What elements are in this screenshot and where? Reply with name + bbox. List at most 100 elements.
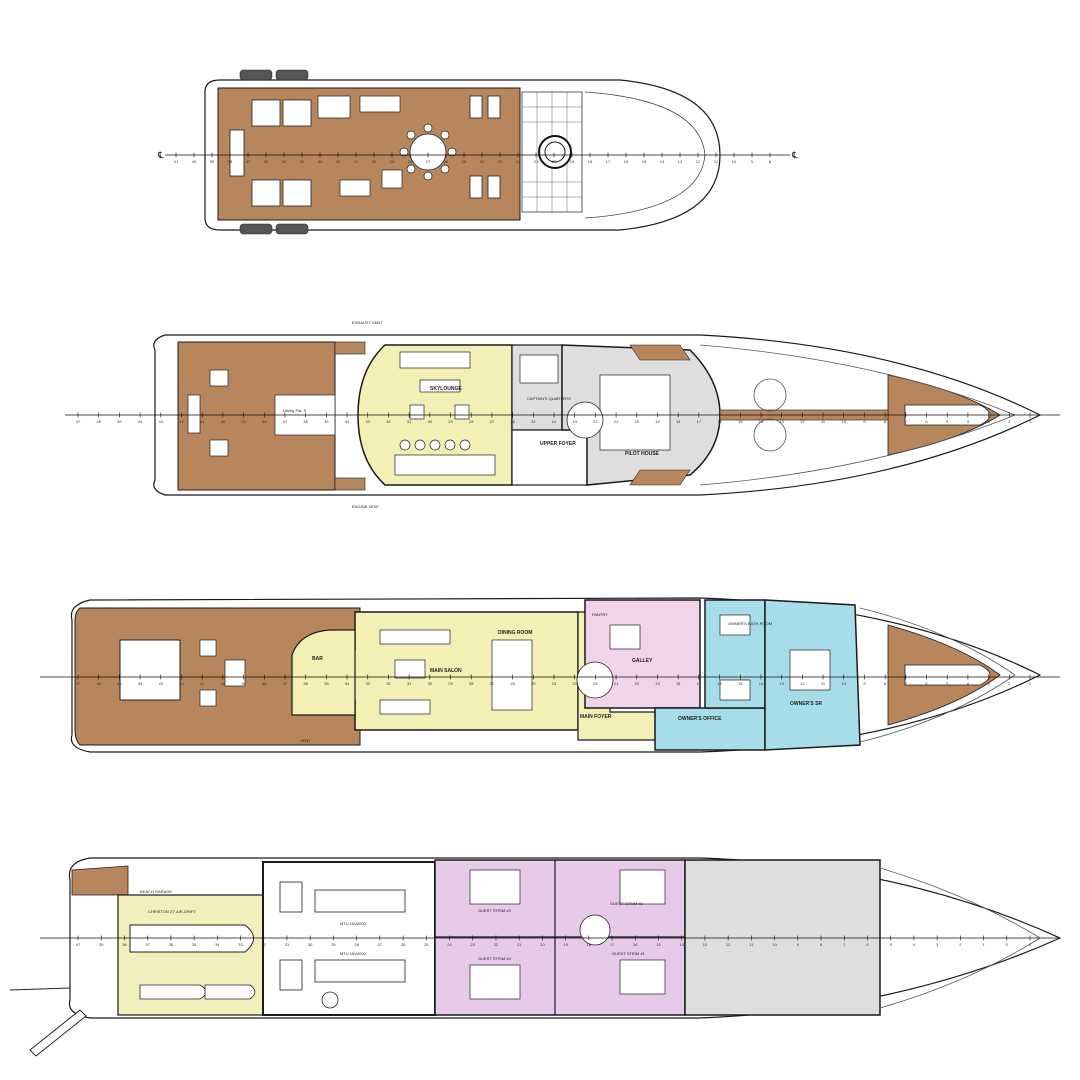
lower-label-guest-4: GUEST STR/M #4	[478, 956, 512, 961]
upper-foyer-area	[511, 429, 588, 486]
frame-tick-label: 16	[717, 681, 722, 686]
lower-crane	[9, 987, 87, 1057]
frame-tick-label: 43	[159, 681, 164, 686]
frame-tick-label: 30	[308, 942, 313, 947]
frame-tick-label: 18	[676, 681, 681, 686]
frame-tick-label: 47	[76, 681, 81, 686]
frame-tick-label: 35	[324, 681, 329, 686]
frame-tick-label: 35	[324, 419, 329, 424]
frame-tick-label: 7	[843, 942, 846, 947]
lower-label-guest-3: GUEST STR/M #3	[478, 908, 512, 913]
frame-tick-label: 6	[866, 942, 869, 947]
lower-jetski	[139, 984, 207, 1000]
frame-tick-label: 36	[264, 159, 269, 164]
frame-tick-label: 23	[498, 159, 503, 164]
frame-tick-label: 25	[531, 419, 536, 424]
frame-tick-label: 21	[517, 942, 522, 947]
frame-tick-label: 25	[462, 159, 467, 164]
frame-tick-label: 24	[447, 942, 452, 947]
frame-tick-label: 20	[540, 942, 545, 947]
frame-tick-label: 14	[679, 942, 684, 947]
frame-tick-label: 27	[378, 942, 383, 947]
frame-tick-label: 2	[1008, 681, 1011, 686]
bridge-teak-walk-top	[334, 341, 366, 355]
lower-label-engine-1: MTU 16V4000	[340, 921, 367, 926]
frame-tick-label: 42	[179, 681, 184, 686]
frame-tick-label: 31	[407, 681, 412, 686]
frame-tick-label: 22	[593, 681, 598, 686]
frame-tick-label: 44	[138, 419, 143, 424]
lower-label-guest-1: GUEST STR/M #1	[612, 951, 646, 956]
frame-tick-label: 29	[448, 419, 453, 424]
bridge-label-dining: Dining Pat. S	[283, 408, 307, 413]
frame-tick-label: 12	[726, 942, 731, 947]
frame-tick-label: 33	[366, 681, 371, 686]
main-label-pantry: PANTRY	[592, 612, 608, 617]
frame-tick-label: 30	[372, 159, 377, 164]
frame-tick-label: 9	[863, 419, 866, 424]
bridge-label-skylounge: SKYLOUNGE	[430, 386, 462, 392]
frame-tick-label: 34	[215, 942, 220, 947]
main-label-main-salon: MAIN SALON	[430, 668, 462, 674]
frame-tick-label: 24	[552, 419, 557, 424]
frame-tick-label: 22	[516, 159, 521, 164]
frame-tick-label: 46	[96, 419, 101, 424]
frame-tick-label: 14	[660, 159, 665, 164]
frame-tick-label: 34	[300, 159, 305, 164]
frame-tick-label: 37	[145, 942, 150, 947]
frame-tick-label: 14	[759, 419, 764, 424]
frame-tick-label: 31	[354, 159, 359, 164]
frame-tick-label: 18	[588, 159, 593, 164]
frame-tick-label: 5	[946, 681, 949, 686]
frame-tick-label: 36	[303, 419, 308, 424]
main-label-dining-room: DINING ROOM	[498, 630, 532, 636]
lower-label-tender: CHRISTON 27' AIR-DRIFT	[148, 909, 196, 914]
crew-area	[684, 859, 881, 1016]
frame-tick-label: 23	[572, 681, 577, 686]
frame-tick-label: 47	[76, 419, 81, 424]
bridge-label-exhaust-vent: EXHAUST VENT	[352, 320, 383, 325]
owners-office-area	[654, 707, 766, 751]
frame-tick-label: 14	[759, 681, 764, 686]
frame-tick-label: 13	[703, 942, 708, 947]
frame-tick-label: 30	[428, 681, 433, 686]
frame-tick-label: 7	[905, 681, 908, 686]
frame-tick-label: 23	[572, 419, 577, 424]
main-deck: BAR MAIN SALON DINING ROOM PANTRY GALLEY…	[40, 597, 1060, 753]
frame-tick-label: 5	[946, 419, 949, 424]
frame-tick-label: 16	[717, 419, 722, 424]
frame-tick-label: 9	[751, 159, 754, 164]
frame-tick-label: 37	[283, 419, 288, 424]
frame-tick-label: 9	[797, 942, 800, 947]
bridge-label-engine-vent: ENGINE VENT	[352, 504, 380, 509]
frame-tick-label: 41	[200, 681, 205, 686]
frame-tick-label: 20	[552, 159, 557, 164]
lower-deck: CHRISTON 27' AIR-DRIFT MTU 16V4000 MTU 1…	[9, 857, 1062, 1057]
frame-tick-label: 37	[246, 159, 251, 164]
lower-tender	[129, 924, 254, 953]
main-spiral-stair	[576, 661, 614, 699]
frame-tick-label: 38	[228, 159, 233, 164]
frame-tick-label: 28	[469, 419, 474, 424]
frame-tick-label: 30	[428, 419, 433, 424]
frame-tick-label: 11	[821, 681, 826, 686]
frame-tick-label: 0	[1006, 942, 1009, 947]
bar-area	[291, 629, 356, 716]
frame-tick-label: 24	[480, 159, 485, 164]
frame-tick-label: 7	[905, 419, 908, 424]
bridge-label-upper-foyer: UPPER FOYER	[540, 441, 576, 447]
frame-tick-label: 28	[354, 942, 359, 947]
frame-tick-label: 19	[655, 419, 660, 424]
frame-tick-label: 19	[655, 681, 660, 686]
frame-tick-label: 11	[821, 419, 826, 424]
frame-tick-label: 15	[642, 159, 647, 164]
frame-tick-label: 1	[1029, 942, 1032, 947]
frame-tick-label: 31	[285, 942, 290, 947]
frame-tick-label: 20	[635, 681, 640, 686]
frame-tick-label: 19	[570, 159, 575, 164]
lower-spiral-stair	[579, 914, 611, 946]
